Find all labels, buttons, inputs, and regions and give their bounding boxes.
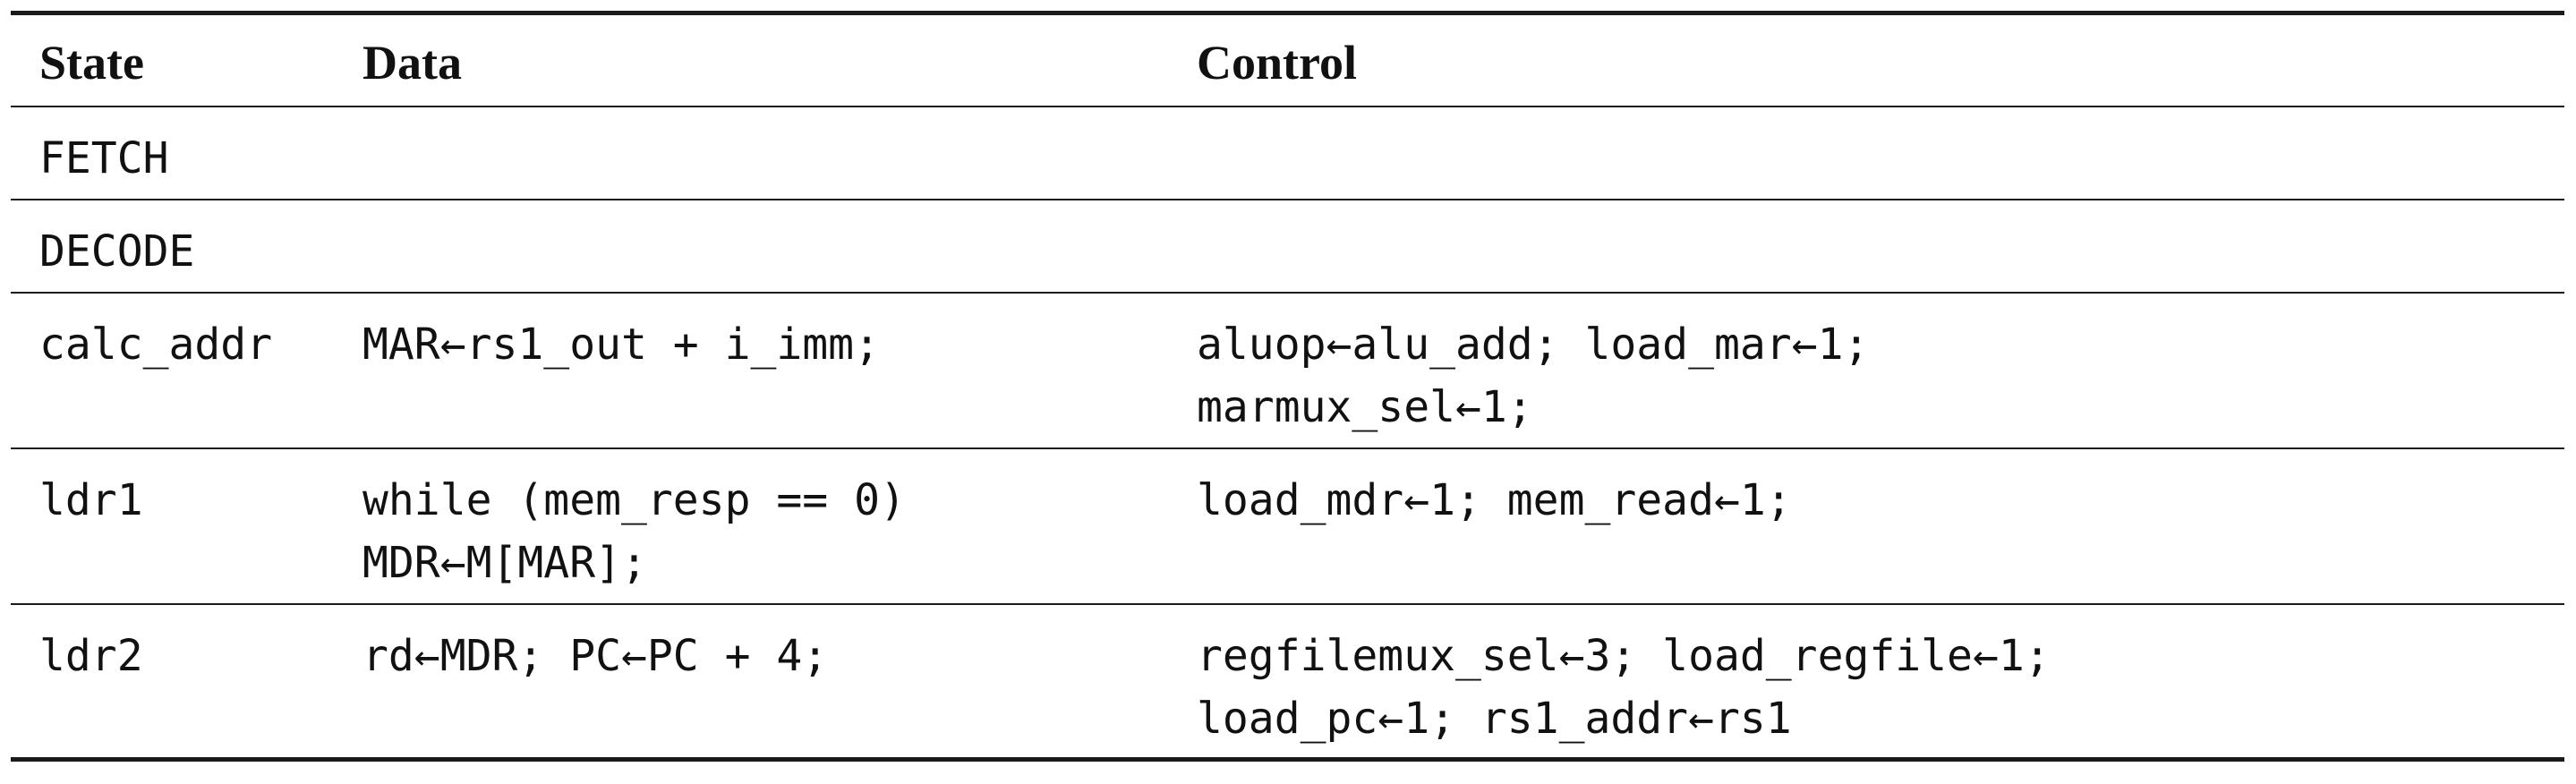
control-cell <box>1197 200 2564 293</box>
control-cell <box>1197 107 2564 200</box>
control-line: load_pc←1; rs1_addr←rs1 <box>1197 693 1792 744</box>
state-cell: FETCH <box>11 107 363 200</box>
data-cell: while (mem_resp == 0) MDR←M[MAR]; <box>363 448 1197 604</box>
data-cell <box>363 200 1197 293</box>
header-control: Control <box>1197 36 1358 90</box>
control-cell: regfilemux_sel←3; load_regfile←1; load_p… <box>1197 604 2564 760</box>
header-state: State <box>39 36 144 90</box>
table-row: ldr2 rd←MDR; PC←PC + 4; regfilemux_sel←3… <box>11 603 2564 760</box>
control-cell: load_mdr←1; mem_read←1; <box>1197 448 2564 604</box>
control-line: marmux_sel←1; <box>1197 381 1533 432</box>
data-cell: MAR←rs1_out + i_imm; <box>363 293 1197 448</box>
data-line: rd←MDR; PC←PC + 4; <box>363 630 829 681</box>
state-name: DECODE <box>39 226 195 277</box>
control-line: aluop←alu_add; load_mar←1; <box>1197 319 1870 370</box>
data-cell <box>363 107 1197 200</box>
control-line: regfilemux_sel←3; load_regfile←1; <box>1197 630 2051 681</box>
header-data: Data <box>363 36 462 90</box>
table-row: DECODE <box>11 199 2564 293</box>
state-table: State Data Control FETCH DECODE <box>11 11 2564 762</box>
control-line: load_mdr←1; mem_read←1; <box>1197 474 1792 525</box>
table-header-row: State Data Control <box>11 13 2564 107</box>
table-row: ldr1 while (mem_resp == 0) MDR←M[MAR]; l… <box>11 447 2564 604</box>
data-line: MDR←M[MAR]; <box>363 537 647 588</box>
table-row: FETCH <box>11 106 2564 200</box>
table-row: calc_addr MAR←rs1_out + i_imm; aluop←alu… <box>11 292 2564 448</box>
data-line: MAR←rs1_out + i_imm; <box>363 319 880 370</box>
state-name: ldr2 <box>39 630 143 681</box>
data-cell: rd←MDR; PC←PC + 4; <box>363 604 1197 760</box>
control-cell: aluop←alu_add; load_mar←1; marmux_sel←1; <box>1197 293 2564 448</box>
state-cell: DECODE <box>11 200 363 293</box>
data-line: while (mem_resp == 0) <box>363 474 906 525</box>
state-name: calc_addr <box>39 319 273 370</box>
state-cell: calc_addr <box>11 293 363 448</box>
state-name: FETCH <box>39 132 169 183</box>
state-cell: ldr2 <box>11 604 363 760</box>
state-cell: ldr1 <box>11 448 363 604</box>
state-name: ldr1 <box>39 474 143 525</box>
